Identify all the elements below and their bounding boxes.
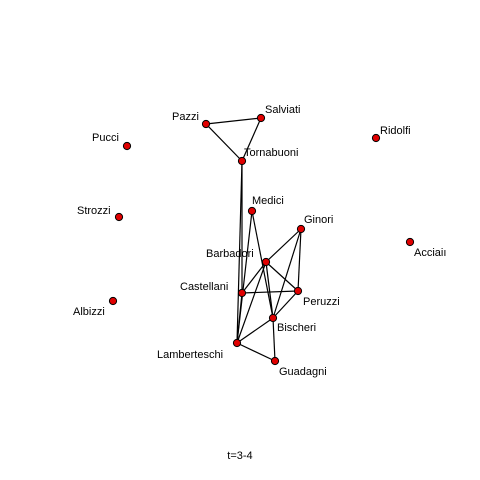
edge-castellani-lamberteschi	[236, 292, 243, 344]
node-peruzzi[interactable]	[293, 286, 303, 296]
node-label-strozzi: Strozzi	[77, 205, 111, 217]
node-label-salviati: Salviati	[265, 104, 300, 116]
time-caption: t=3-4	[227, 450, 253, 462]
node-label-pucci: Pucci	[92, 132, 119, 144]
edge-peruzzi-bischeri	[272, 290, 299, 319]
node-ginori[interactable]	[296, 224, 306, 234]
node-label-guadagni: Guadagni	[279, 366, 327, 378]
edge-barbadori-castellani	[241, 261, 267, 294]
node-barbadori[interactable]	[261, 257, 271, 267]
node-albizzi[interactable]	[108, 296, 118, 306]
node-label-peruzzi: Peruzzi	[303, 296, 340, 308]
edge-pazzi-tornabuoni	[205, 123, 243, 162]
edge-ginori-bischeri	[272, 228, 302, 319]
node-bischeri[interactable]	[268, 313, 278, 323]
edge-salviati-tornabuoni	[241, 117, 262, 162]
node-label-lamberteschi: Lamberteschi	[157, 349, 223, 361]
edge-castellani-peruzzi	[241, 290, 299, 294]
node-label-albizzi: Albizzi	[73, 306, 105, 318]
node-pazzi[interactable]	[201, 119, 211, 129]
edge-barbadori-peruzzi	[265, 261, 299, 292]
node-pucci[interactable]	[122, 141, 132, 151]
node-castellani[interactable]	[237, 288, 247, 298]
node-label-acciaiuoli: Acciaiı	[414, 247, 446, 259]
edge-pazzi-salviati	[205, 117, 262, 125]
node-label-barbadori: Barbadori	[206, 248, 254, 260]
edge-barbadori-bischeri	[265, 261, 274, 319]
node-ridolfi[interactable]	[371, 133, 381, 143]
node-label-castellani: Castellani	[180, 281, 228, 293]
edge-barbadori-ginori	[265, 228, 302, 263]
edge-bischeri-lamberteschi	[236, 317, 274, 344]
node-label-ginori: Ginori	[304, 214, 333, 226]
edge-tornabuoni-lamberteschi	[236, 160, 243, 344]
edge-medici-bischeri	[251, 210, 274, 319]
edge-lamberteschi-guadagni	[236, 342, 276, 362]
node-label-tornabuoni: Tornabuoni	[244, 147, 298, 159]
edge-barbadori-lamberteschi	[236, 261, 267, 344]
node-label-bischeri: Bischeri	[277, 322, 316, 334]
node-guadagni[interactable]	[270, 356, 280, 366]
edge-bischeri-guadagni	[272, 317, 276, 362]
node-label-medici: Medici	[252, 195, 284, 207]
edge-ginori-peruzzi	[297, 228, 302, 292]
node-tornabuoni[interactable]	[237, 156, 247, 166]
node-acciaiuoli[interactable]	[405, 237, 415, 247]
node-lamberteschi[interactable]	[232, 338, 242, 348]
node-label-ridolfi: Ridolfi	[380, 125, 411, 137]
node-strozzi[interactable]	[114, 212, 124, 222]
node-medici[interactable]	[247, 206, 257, 216]
node-label-pazzi: Pazzi	[172, 111, 199, 123]
edge-layer	[205, 117, 302, 362]
node-salviati[interactable]	[256, 113, 266, 123]
